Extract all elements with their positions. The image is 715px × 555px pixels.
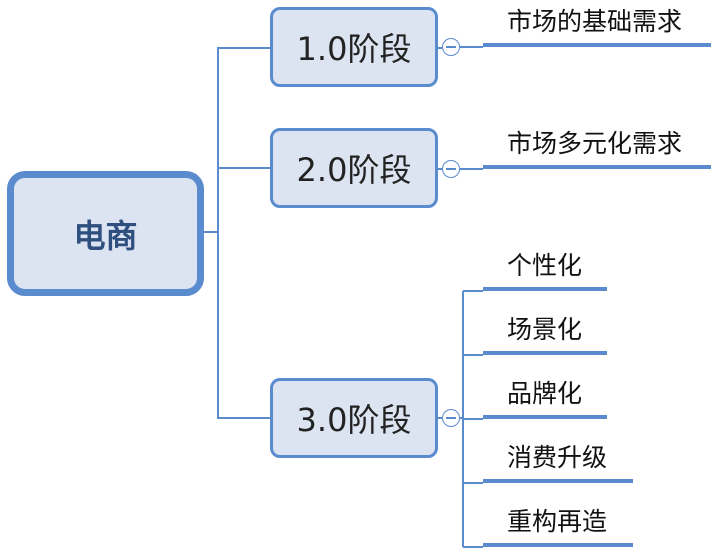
collapse-stage-2-icon[interactable] bbox=[442, 160, 460, 178]
leaf-stage-3-personalization[interactable]: 个性化 bbox=[483, 247, 607, 291]
collapse-stage-3-icon[interactable] bbox=[442, 409, 460, 427]
leaf-label: 消费升级 bbox=[507, 443, 608, 472]
connector-root-stage-1 bbox=[204, 47, 270, 233]
stage-node-3-label: 3.0阶段 bbox=[296, 401, 412, 439]
leaf-label: 场景化 bbox=[507, 315, 583, 344]
leaf-stage-3-branding[interactable]: 品牌化 bbox=[483, 375, 607, 419]
leaf-stage-3-consumption-upgrade[interactable]: 消费升级 bbox=[483, 439, 633, 483]
leaf-label: 重构再造 bbox=[507, 507, 608, 536]
leaf-label: 市场的基础需求 bbox=[507, 7, 683, 36]
stage-node-2-label: 2.0阶段 bbox=[296, 151, 412, 189]
leaf-label: 市场多元化需求 bbox=[507, 129, 683, 158]
root-node[interactable]: 电商 bbox=[7, 171, 204, 296]
leaf-stage-3-restructure[interactable]: 重构再造 bbox=[483, 503, 633, 547]
leaf-stage-1-basic-demand[interactable]: 市场的基础需求 bbox=[483, 3, 711, 47]
leaf-label: 个性化 bbox=[507, 251, 583, 280]
stage-node-2[interactable]: 2.0阶段 bbox=[270, 128, 438, 208]
leaf-label: 品牌化 bbox=[507, 379, 583, 408]
connector-root-stage-3 bbox=[217, 232, 270, 419]
stage-node-1-label: 1.0阶段 bbox=[296, 30, 412, 68]
root-node-label: 电商 bbox=[73, 216, 138, 255]
leaf-stage-2-diverse-demand[interactable]: 市场多元化需求 bbox=[483, 125, 711, 169]
stage-node-3[interactable]: 3.0阶段 bbox=[270, 378, 438, 458]
leaf-stage-3-scenario[interactable]: 场景化 bbox=[483, 311, 607, 355]
collapse-stage-1-icon[interactable] bbox=[442, 38, 460, 56]
stage-node-1[interactable]: 1.0阶段 bbox=[270, 7, 438, 87]
connector-stage-3-leaves bbox=[463, 290, 483, 548]
